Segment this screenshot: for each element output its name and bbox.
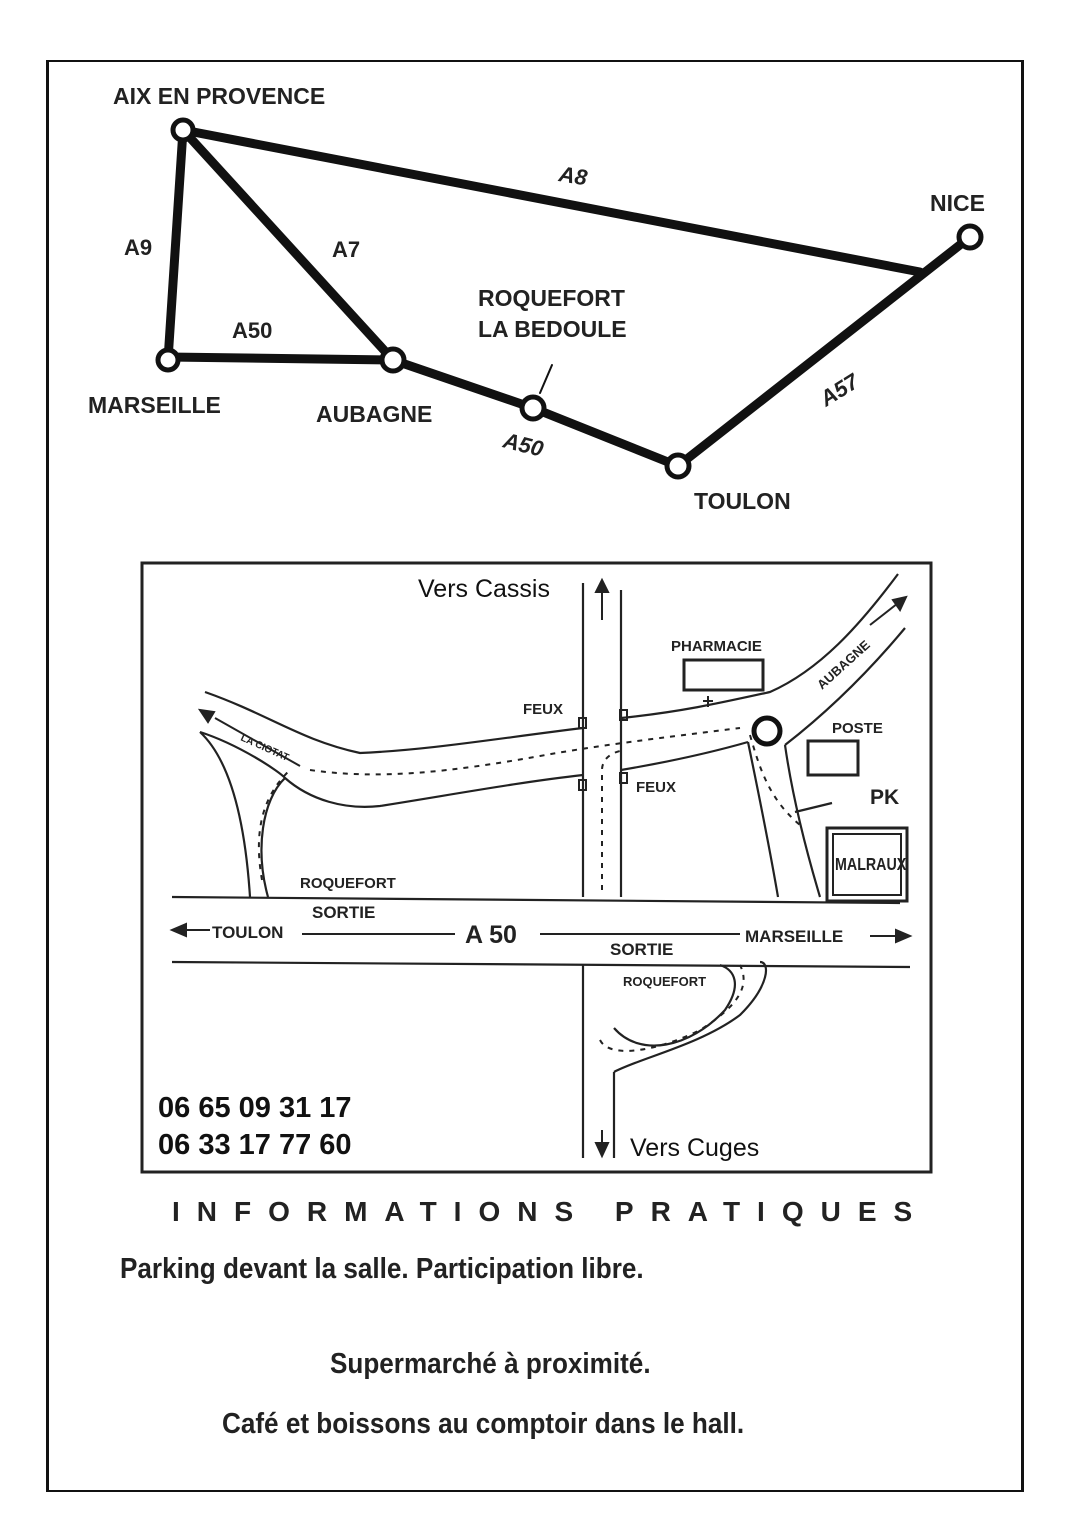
feux-mid-label: FEUX [636, 779, 676, 796]
arrow-la-ciotat-head [197, 708, 216, 724]
road-a8 [178, 125, 925, 277]
city-marker-roquefort [519, 394, 547, 422]
road-a50-west [163, 352, 398, 365]
route-malraux [749, 734, 801, 826]
road-label-a50-west: A50 [232, 318, 272, 343]
road-a7 [178, 125, 398, 365]
route-west-exit [257, 769, 291, 881]
phone-numbers: 06 65 09 31 17 06 33 17 77 60 [158, 1090, 352, 1164]
city-label-roquefort-2: LA BEDOULE [478, 316, 627, 342]
sortie-east-label: SORTIE [610, 940, 673, 959]
vers-cassis-label: Vers Cassis [418, 575, 550, 603]
sortie-west-label: SORTIE [312, 903, 375, 922]
road-a50-east-1 [388, 355, 538, 413]
overview-city-markers [155, 117, 984, 480]
feux-top-label: FEUX [523, 701, 563, 718]
east-exit-outer [613, 960, 768, 1073]
route-dashes [257, 727, 801, 1052]
malraux-label: MALRAUX [835, 854, 906, 874]
city-label-aubagne: AUBAGNE [316, 401, 432, 427]
a50-north-edge [171, 895, 901, 905]
malraux-road-east [783, 744, 822, 898]
pharmacie-label: PHARMACIE [671, 638, 762, 655]
aubagne-label: AUBAGNE [814, 637, 873, 692]
info-line-cafe: Café et boissons au comptoir dans le hal… [222, 1408, 745, 1440]
traffic-light-sw [578, 779, 587, 791]
traffic-light-ne [619, 709, 628, 721]
city-marker-toulon [664, 452, 692, 480]
city-marker-aix [170, 117, 196, 143]
avenue-west-north-edge [204, 690, 584, 755]
traffic-light-se [619, 772, 628, 784]
info-line-supermarche: Supermarché à proximité. [330, 1348, 651, 1380]
avenue-west-south-edge [199, 730, 584, 808]
detail-map-border [140, 561, 933, 1174]
city-marker-aubagne [379, 346, 407, 374]
city-label-aix: AIX EN PROVENCE [113, 83, 325, 109]
arrow-cuges-head [594, 1142, 610, 1159]
roquefort-west-label: ROQUEFORT [300, 875, 396, 892]
aubagne-road-south-edge [784, 627, 906, 746]
arrow-aubagne-head [891, 595, 908, 612]
page-frame [46, 60, 1024, 1492]
city-marker-nice [956, 223, 984, 251]
a50-label: A 50 [465, 921, 517, 949]
malraux-building [825, 826, 909, 903]
road-label-a8: A8 [556, 161, 589, 190]
phone-number-2: 06 33 17 77 60 [158, 1129, 352, 1161]
malraux-building-inner [832, 833, 902, 896]
avenue-east-north-edge [620, 573, 899, 720]
route-vertical [601, 749, 626, 890]
poste-building [806, 739, 860, 777]
avenue-east-south-edge [620, 740, 749, 772]
marseille-label: MARSEILLE [745, 927, 843, 946]
malraux-road-west [746, 741, 780, 898]
city-marker-marseille [155, 347, 181, 373]
city-label-roquefort-1: ROQUEFORT [478, 285, 625, 311]
roundabout-marker [751, 715, 783, 747]
detail-map: Vers Cassis Vers Cuges PHARMACIE AUBAGNE… [140, 561, 933, 1174]
poste-label: POSTE [832, 720, 883, 737]
road-label-a50-east: A50 [500, 427, 547, 461]
road-a57 [673, 232, 975, 471]
vers-cuges-label: Vers Cuges [630, 1134, 759, 1162]
east-exit-inner [613, 963, 736, 1047]
overview-map [163, 125, 975, 471]
arrow-la-ciotat [214, 717, 301, 767]
toulon-label: TOULON [212, 923, 283, 942]
road-a9 [163, 125, 188, 365]
roquefort-east-label: ROQUEFORT [623, 974, 706, 989]
pk-label: PK [870, 786, 899, 809]
traffic-light-markers [578, 709, 628, 791]
road-label-a57: A57 [815, 368, 865, 412]
road-label-a9: A9 [124, 235, 152, 260]
a50-south-edge [171, 960, 911, 969]
info-line-parking: Parking devant la salle. Participation l… [120, 1253, 644, 1285]
arrow-cassis-head [594, 577, 610, 593]
city-label-toulon: TOULON [694, 488, 791, 514]
city-label-marseille: MARSEILLE [88, 392, 221, 418]
road-a50-east-2 [528, 403, 683, 471]
phone-number-1: 06 65 09 31 17 [158, 1092, 352, 1124]
parking-entry [794, 801, 833, 814]
la-ciotat-label: LA CIOTAT [239, 733, 291, 764]
road-label-a7: A7 [332, 237, 360, 262]
arrow-toulon-head [169, 922, 187, 938]
west-exit-inner [260, 777, 286, 898]
pharmacie-building [682, 658, 765, 692]
route-main [309, 727, 741, 776]
traffic-light-nw [578, 717, 587, 729]
detail-arrows [169, 577, 913, 1159]
info-title: INFORMATIONS PRATIQUES [172, 1196, 930, 1227]
detail-roads [171, 573, 911, 1158]
roquefort-pointer [539, 364, 553, 394]
city-label-nice: NICE [930, 190, 985, 216]
overview-labels: AIX EN PROVENCE NICE ROQUEFORT LA BEDOUL… [88, 83, 985, 514]
west-exit-outer [199, 731, 252, 898]
arrow-marseille-head [895, 928, 913, 944]
